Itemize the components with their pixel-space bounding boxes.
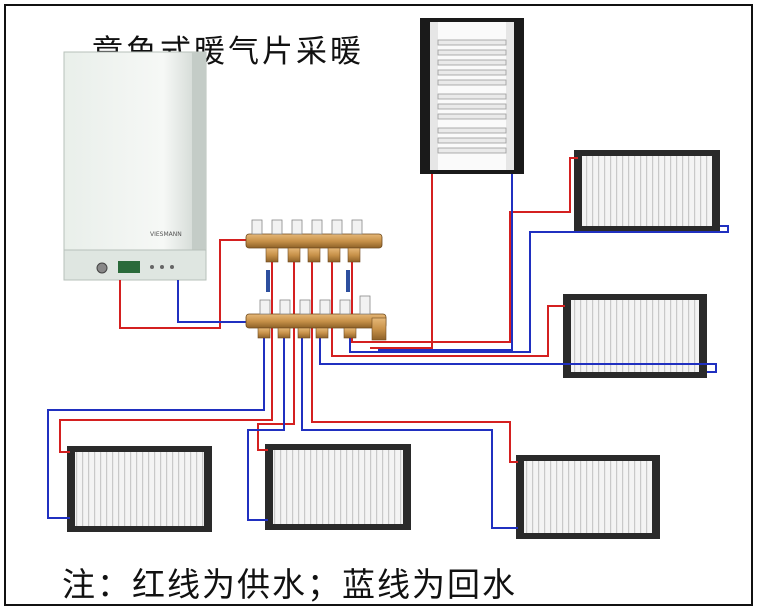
supply-pipe-bottom-right (311, 262, 518, 463)
return-pipe-bottom-center (247, 336, 285, 521)
towel-radiator (420, 18, 524, 174)
supply-pipe-bottom-center (257, 262, 295, 451)
panel-radiator-bottom-center (265, 444, 411, 530)
panel-radiator-right-top (574, 150, 720, 232)
boiler-display (118, 261, 140, 273)
panel-radiator-bottom-left (67, 446, 212, 532)
return-pipe-bottom-left (47, 336, 265, 519)
return-pipes (47, 174, 729, 529)
diagram-frame (4, 4, 753, 606)
return-pipe-boiler (177, 280, 248, 323)
panel-radiator-right-middle (563, 294, 707, 378)
boiler-brand-label: VIESMANN (150, 231, 182, 238)
pressure-gauge (96, 262, 108, 274)
return-manifold (245, 270, 387, 341)
supply-manifold (245, 219, 383, 263)
supply-pipe-towel (370, 174, 433, 349)
supply-pipe-right-top (351, 157, 578, 343)
wall-boiler: VIESMANN (63, 51, 207, 281)
return-pipe-right-top (349, 225, 729, 353)
return-pipe-bottom-right (301, 336, 518, 529)
return-pipe-right-middle (319, 336, 717, 373)
supply-pipe-bottom-left (59, 262, 273, 453)
legend-note: 注：红线为供水；蓝线为回水 (62, 565, 517, 604)
panel-radiator-bottom-right (516, 455, 660, 539)
supply-pipe-boiler (119, 239, 248, 329)
return-pipe-towel (378, 174, 513, 351)
